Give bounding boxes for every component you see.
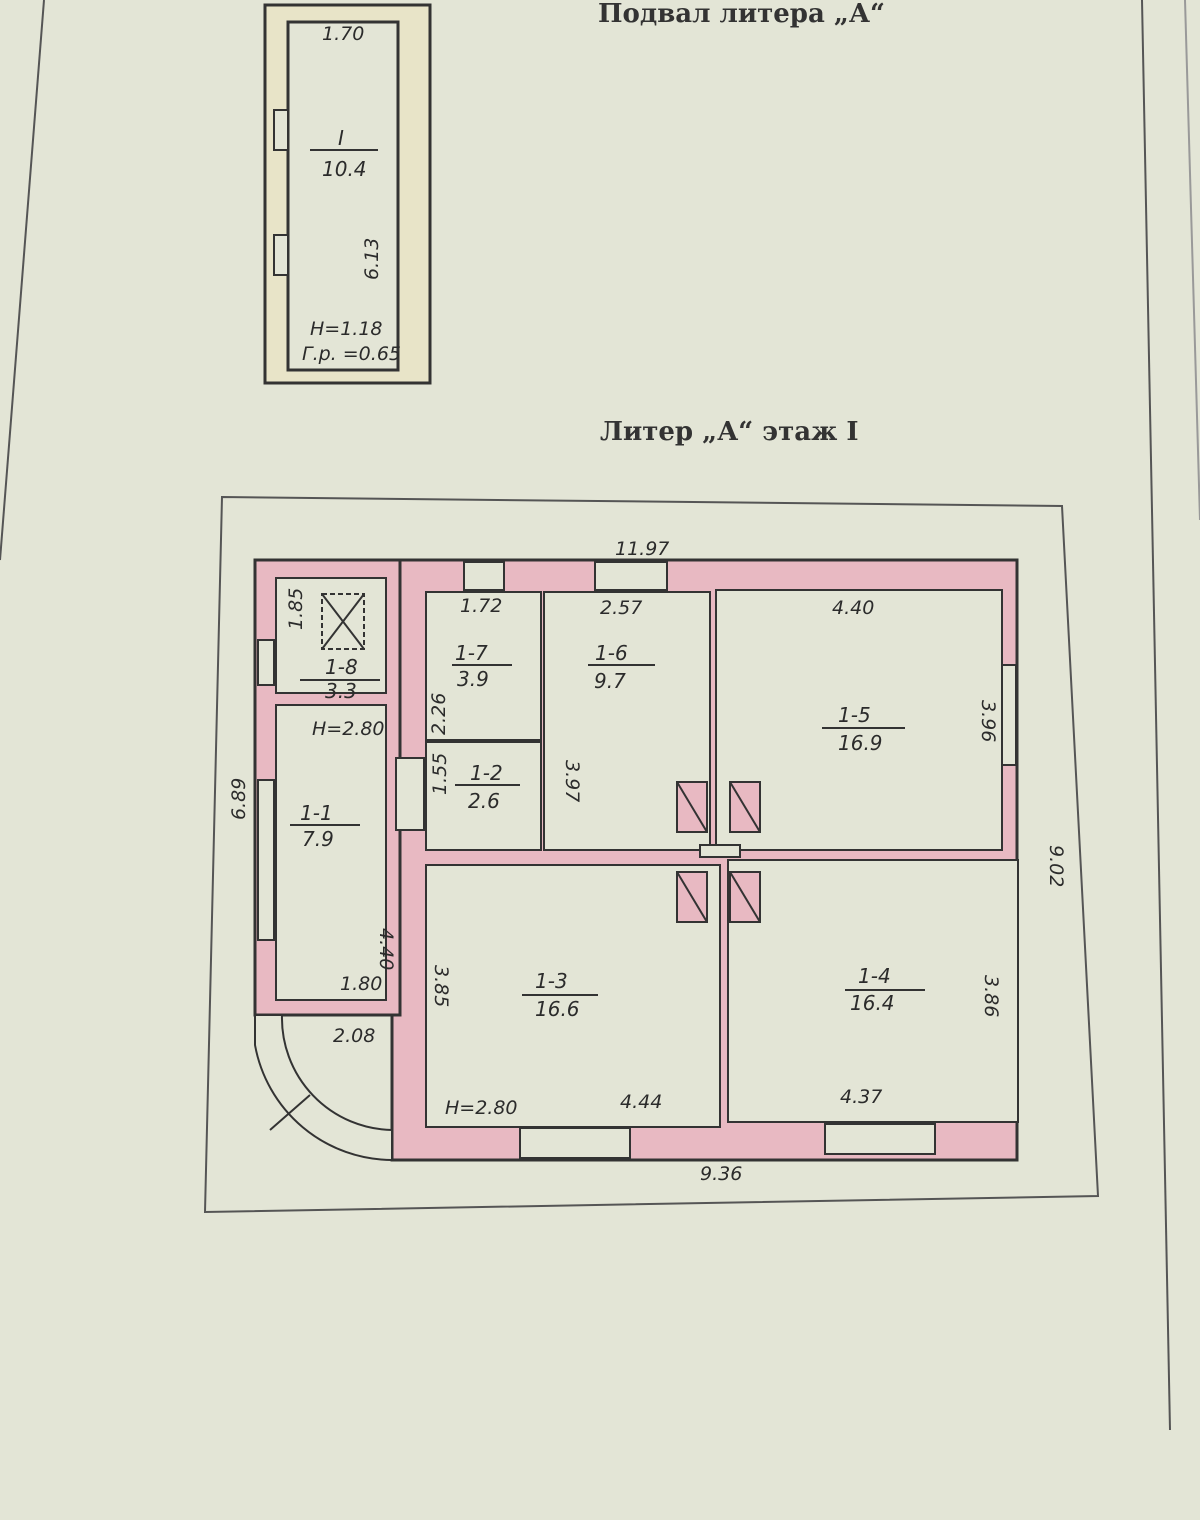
room-1-3-number: 1-3: [535, 969, 568, 993]
room-1-3-area: 16.6: [535, 997, 580, 1021]
room-1-6-number: 1-6: [595, 641, 628, 665]
height-label-main: Н=2.80: [445, 1097, 518, 1119]
room-1-1-number: 1-1: [300, 801, 333, 825]
dim-3-96: 3.96: [977, 700, 999, 742]
dim-4-37: 4.37: [840, 1086, 882, 1108]
basement-room-area: 10.4: [322, 157, 367, 181]
height-label-front: Н=2.80: [312, 718, 385, 740]
dim-1-72: 1.72: [460, 595, 502, 617]
room-label-lines: [290, 664, 925, 996]
basement-room-number: I: [338, 126, 344, 150]
room-1-7-area: 3.9: [457, 667, 489, 691]
dim-3-97: 3.97: [561, 760, 583, 802]
floor-title: Литер „А“ этаж I: [600, 417, 859, 447]
room-1-8-area: 3.3: [325, 679, 357, 703]
room-1-2-area: 2.6: [468, 789, 500, 813]
dim-2-26: 2.26: [428, 693, 450, 735]
dim-1-80: 1.80: [340, 973, 382, 995]
windows: [257, 561, 1017, 1159]
dim-3-86: 3.86: [980, 975, 1002, 1017]
dim-overall-top: 11.97: [615, 538, 669, 560]
shaft-symbol: [321, 593, 365, 650]
dim-overall-left: 6.89: [228, 778, 250, 820]
basement-width-dim: 1.70: [322, 23, 364, 45]
room-1-4-number: 1-4: [858, 964, 891, 988]
basement-title: Подвал литера „А“: [598, 0, 885, 29]
room-1-8-number: 1-8: [325, 655, 358, 679]
dim-4-40-left: 4.40: [375, 928, 397, 970]
basement-height-label: Н=1.18: [310, 318, 383, 340]
room-1-5-number: 1-5: [838, 703, 871, 727]
dim-3-85: 3.85: [430, 965, 452, 1007]
basement-depth-label: Г.р. =0.65: [302, 343, 401, 365]
dim-4-40-top: 4.40: [832, 597, 874, 619]
room-1-4-area: 16.4: [850, 991, 895, 1015]
room-1-1-area: 7.9: [302, 827, 334, 851]
basement-plan: [263, 3, 432, 385]
room-1-5-area: 16.9: [838, 731, 883, 755]
dim-1-85: 1.85: [285, 588, 307, 630]
basement-length-dim: 6.13: [361, 238, 383, 280]
building-walls: [253, 558, 1019, 1162]
room-1-2-number: 1-2: [470, 761, 503, 785]
room-1-7-number: 1-7: [455, 641, 488, 665]
dim-overall-bottom: 9.36: [700, 1163, 742, 1185]
dim-4-44: 4.44: [620, 1091, 662, 1113]
stoves: [676, 781, 761, 923]
dim-overall-right: 9.02: [1045, 845, 1067, 887]
dim-2-08: 2.08: [333, 1025, 375, 1047]
room-1-6-area: 9.7: [594, 669, 626, 693]
dim-2-57: 2.57: [600, 597, 642, 619]
dim-1-55: 1.55: [429, 753, 451, 795]
plot-frame: [203, 495, 1100, 1214]
